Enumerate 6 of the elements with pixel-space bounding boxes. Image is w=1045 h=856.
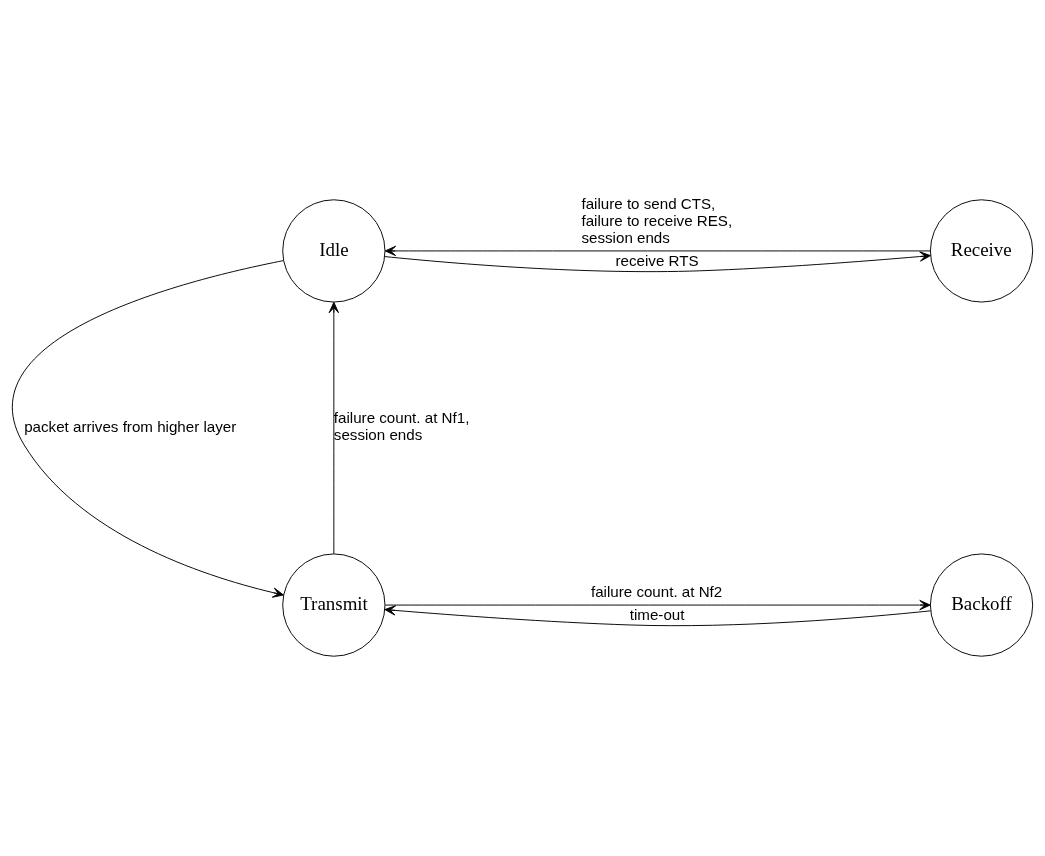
edge-label: receive RTS <box>615 251 699 269</box>
edge-label: packet arrives from higher layer <box>24 417 237 435</box>
edge-label: failure count. at Nf2 <box>590 583 723 601</box>
edge-label: failure to send CTS, failure to receive RES, session ends <box>581 195 733 247</box>
edge-label: failure count. at Nf1, session ends <box>333 409 470 444</box>
edge-label: time-out <box>629 606 685 624</box>
